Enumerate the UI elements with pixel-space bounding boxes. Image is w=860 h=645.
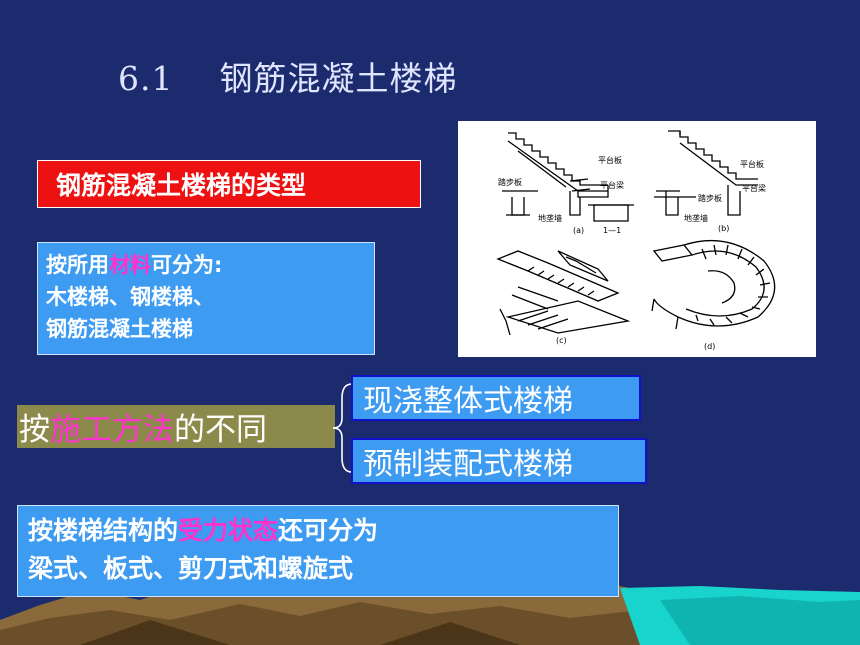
precast-label: 预制装配式楼梯 xyxy=(363,447,573,482)
force-suffix: 还可分为 xyxy=(278,516,379,545)
construction-suffix: 的不同 xyxy=(174,412,267,448)
label-platform-beam-a: 平台梁 xyxy=(600,180,624,190)
diagram-d xyxy=(651,239,776,330)
label-platform-slab-a: 平台板 xyxy=(598,155,622,165)
diagram-c xyxy=(496,250,631,336)
cast-in-place-label: 现浇整体式楼梯 xyxy=(363,384,573,419)
material-line-3: 钢筋混凝土楼梯 xyxy=(46,317,193,341)
material-prefix: 按所用 xyxy=(46,253,109,277)
precast-stair-option: 预制装配式楼梯 xyxy=(351,438,647,484)
brace-icon xyxy=(332,383,353,473)
stair-diagrams-figure: 平台板 踏步板 平台梁 地垄墙 1—1 (a) 平台板 xyxy=(458,121,816,357)
label-c: (c) xyxy=(556,336,567,345)
label-tread-slab-b: 踏步板 xyxy=(698,193,722,203)
force-line-2: 梁式、板式、剪刀式和螺旋式 xyxy=(28,554,354,583)
construction-highlight: 施工方法 xyxy=(50,412,174,448)
material-classification-box: 按所用材料可分为: 木楼梯、钢楼梯、 钢筋混凝土楼梯 xyxy=(37,242,375,355)
stair-types-label: 钢筋混凝土楼梯的类型 xyxy=(56,171,307,200)
diagram-b xyxy=(654,130,758,216)
label-d: (d) xyxy=(704,342,715,351)
material-line-2: 木楼梯、钢楼梯、 xyxy=(46,285,214,309)
label-tread-slab-a: 踏步板 xyxy=(498,177,522,187)
force-highlight: 受力状态 xyxy=(178,516,279,545)
material-highlight: 材料 xyxy=(109,253,151,277)
label-ground-wall-a: 地垄墙 xyxy=(538,213,562,223)
stair-types-heading: 钢筋混凝土楼梯的类型 xyxy=(37,160,421,208)
slide-title: 6.1 钢筋混凝土楼梯 xyxy=(118,59,458,98)
force-line-1: 按楼梯结构的受力状态还可分为 xyxy=(28,512,618,550)
label-section: 1—1 xyxy=(603,226,621,235)
construction-method-label: 按施工方法的不同 xyxy=(17,405,335,448)
material-suffix: 可分为: xyxy=(151,253,223,277)
label-a: (a) xyxy=(573,226,584,235)
label-b: (b) xyxy=(718,224,729,233)
label-platform-beam-b: 平台梁 xyxy=(742,183,766,193)
label-platform-slab-b: 平台板 xyxy=(740,159,764,169)
cast-in-place-stair-option: 现浇整体式楼梯 xyxy=(351,375,641,421)
construction-prefix: 按 xyxy=(19,412,50,448)
stair-diagrams-svg: 平台板 踏步板 平台梁 地垄墙 1—1 (a) 平台板 xyxy=(496,130,776,351)
diagram-a xyxy=(502,132,634,222)
material-line-1: 按所用材料可分为: xyxy=(46,249,374,281)
force-state-classification-box: 按楼梯结构的受力状态还可分为 梁式、板式、剪刀式和螺旋式 xyxy=(17,505,619,597)
force-prefix: 按楼梯结构的 xyxy=(28,516,179,545)
label-ground-wall-b: 地垄墙 xyxy=(684,213,708,223)
